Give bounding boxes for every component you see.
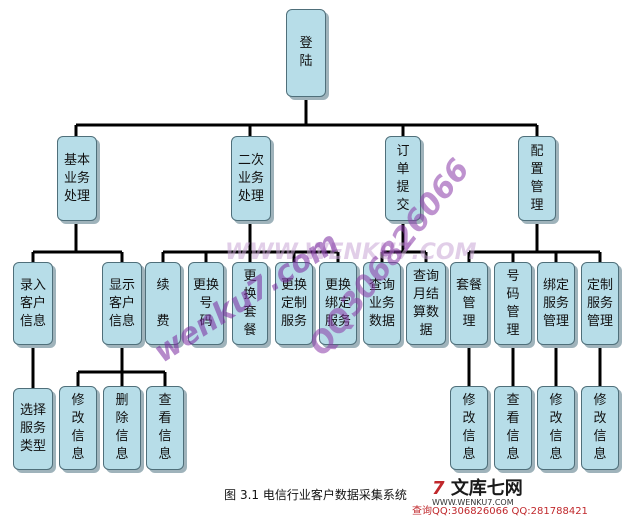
node-enter-customer-info: 录入客户信息	[13, 262, 53, 345]
node-number-view-info: 查看信息	[494, 386, 532, 470]
site-logo: 7 文库七网 WWW.WENKU7.COM	[432, 474, 523, 507]
node-query-business-data: 查询业务数据	[363, 262, 401, 345]
node-config-management: 配置管理	[518, 136, 556, 221]
logo-text: 文库七网	[450, 478, 523, 499]
node-order-submit: 订单提交	[385, 136, 421, 221]
node-change-bound-service: 更换绑定服务	[319, 262, 357, 345]
node-change-number: 更换号码	[188, 262, 224, 345]
node-package-management: 套餐管理	[450, 262, 488, 345]
logo-seven: 7	[432, 478, 445, 499]
node-secondary-business: 二次业务处理	[231, 136, 271, 221]
qq-contact: 查询QQ:306826066 QQ:281788421	[412, 506, 588, 517]
node-basic-business: 基本业务处理	[57, 136, 97, 221]
node-renew: 续费	[145, 262, 181, 345]
node-query-monthly-settlement: 查询月结算数据	[406, 262, 446, 345]
node-show-customer-info: 显示客户信息	[102, 262, 142, 345]
node-custom-modify-info: 修改信息	[581, 386, 619, 470]
node-number-management: 号码管理	[494, 262, 532, 345]
node-view-info: 查看信息	[146, 386, 184, 470]
node-login: 登陆	[286, 9, 326, 97]
node-change-custom-service: 更换定制服务	[275, 262, 313, 345]
logo-url: WWW.WENKU7.COM	[432, 498, 514, 507]
figure-caption: 图 3.1 电信行业客户数据采集系统	[224, 488, 407, 502]
node-package-modify-info: 修改信息	[450, 386, 488, 470]
node-bound-service-management: 绑定服务管理	[537, 262, 575, 345]
node-modify-info: 修改信息	[59, 386, 97, 470]
node-custom-service-management: 定制服务管理	[581, 262, 619, 345]
node-change-package: 更换套餐	[232, 262, 268, 345]
node-bound-modify-info: 修改信息	[537, 386, 575, 470]
node-delete-info: 删除信息	[103, 386, 141, 470]
node-select-service-type: 选择服务类型	[13, 388, 53, 470]
